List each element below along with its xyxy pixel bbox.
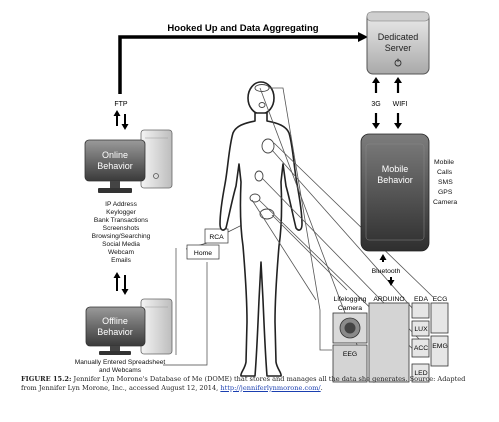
arduino-board <box>368 302 410 383</box>
online-offline-arrows <box>113 272 129 295</box>
source-social-media: Social Media <box>102 241 140 248</box>
led-sensor <box>411 363 430 383</box>
acc-sensor <box>411 338 430 358</box>
lifelogging-label-line2: Camera <box>338 305 362 312</box>
mobile-label-line2: Behavior <box>377 175 413 185</box>
mobile-features-list: Mobile Calls SMS GPS Camera <box>433 159 457 206</box>
offline-note-line2: and Webcams <box>99 367 142 374</box>
source-screenshots: Screenshots <box>103 225 140 232</box>
source-keylogger: Keylogger <box>106 209 136 216</box>
bluetooth-arrows <box>379 254 395 286</box>
dedicated-server <box>366 11 430 75</box>
home-box <box>186 244 220 260</box>
feature-camera: Camera <box>433 199 457 206</box>
lux-label: LUX <box>414 326 428 333</box>
source-browsing: Browsing/Searching <box>92 233 151 240</box>
wire-to-eeg <box>269 87 332 351</box>
body-sensors <box>249 84 275 220</box>
eda-sensor <box>411 302 430 319</box>
feature-calls: Calls <box>437 169 453 176</box>
figure-caption: FIGURE 15.2: Jennifer Lyn Morone's Datab… <box>21 375 481 392</box>
ecg-sensor <box>430 302 449 334</box>
online-computer <box>84 129 173 193</box>
emg-sensor <box>430 335 449 367</box>
server-label-line2: Server <box>385 43 412 53</box>
source-emails: Emails <box>111 257 131 264</box>
eda-label: EDA <box>414 296 428 303</box>
caption-text: Jennifer Lyn Morone's Database of Me (DO… <box>21 375 466 392</box>
led-label: LED <box>414 370 427 377</box>
online-label-line2: Behavior <box>97 161 133 171</box>
mobile-phone <box>360 133 430 252</box>
lux-sensor <box>411 320 430 337</box>
server-label-line1: Dedicated <box>378 32 419 42</box>
feature-sms: SMS <box>438 179 453 186</box>
eeg-device <box>332 344 368 383</box>
source-webcam: Webcam <box>108 249 134 256</box>
caption-end: . <box>320 383 323 392</box>
bluetooth-label: Bluetooth <box>372 268 401 275</box>
eeg-label: EEG <box>343 351 357 358</box>
rca-label: RCA <box>209 234 224 241</box>
rca-box <box>204 228 229 244</box>
banner-title: Hooked Up and Data Aggregating <box>167 23 318 34</box>
offline-label-line1: Offline <box>102 316 128 326</box>
arduino-label: ARDUINO <box>373 296 404 303</box>
mobile-label-line1: Mobile <box>382 164 409 174</box>
offline-label-line2: Behavior <box>97 327 133 337</box>
offline-computer <box>85 298 173 355</box>
ftp-arrows <box>113 110 129 130</box>
feature-gps: GPS <box>438 189 453 196</box>
3g-label: 3G <box>371 101 380 108</box>
acc-label: ACC <box>414 345 428 352</box>
feature-mobile: Mobile <box>434 159 454 166</box>
aggregation-link <box>118 32 368 94</box>
online-label-line1: Online <box>102 150 128 160</box>
caption-label: FIGURE 15.2: <box>21 375 72 383</box>
online-sources-list: IP Address Keylogger Bank Transactions S… <box>92 201 151 264</box>
source-bank-transactions: Bank Transactions <box>94 217 149 224</box>
source-ip-address: IP Address <box>105 201 137 208</box>
offline-note-line1: Manually Entered Spreadsheet <box>75 359 166 366</box>
sensor-panel <box>332 302 449 383</box>
caption-link[interactable]: http://jenniferlynmorone.com/ <box>220 383 321 392</box>
lifelogging-label-line1: Lifelogging <box>334 296 367 303</box>
ecg-label: ECG <box>433 296 448 303</box>
emg-label: EMG <box>432 343 447 350</box>
wifi-label: WIFI <box>393 101 408 108</box>
ftp-label: FTP <box>114 101 128 108</box>
home-label: Home <box>194 250 212 257</box>
server-mobile-arrows <box>372 77 402 129</box>
